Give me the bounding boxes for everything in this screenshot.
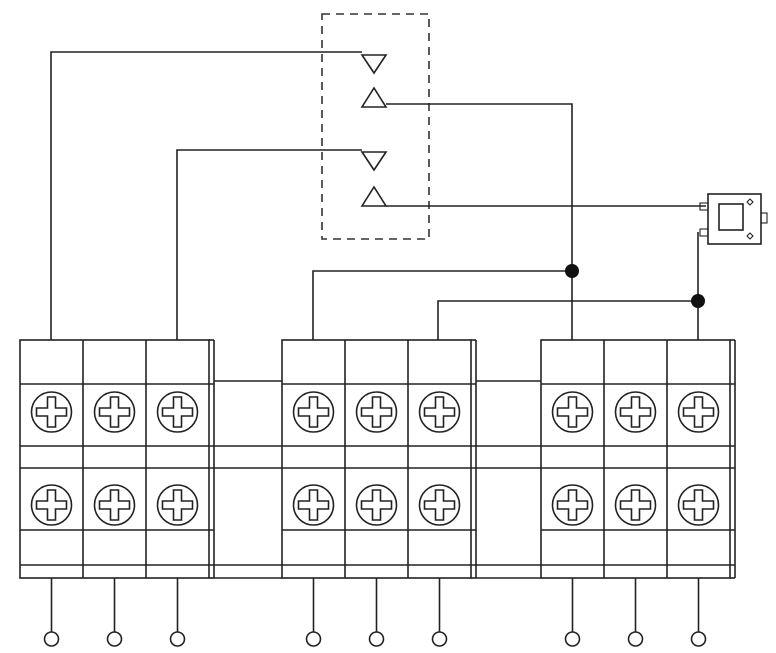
screw-icon	[292, 484, 335, 526]
panel-meter-icon	[699, 193, 768, 245]
junction-dot	[565, 264, 579, 278]
screw-icon	[614, 484, 657, 526]
screw-icon	[677, 391, 720, 433]
output-terminal	[43, 578, 60, 647]
output-terminals	[43, 578, 707, 647]
output-terminal	[690, 578, 707, 647]
output-terminal	[431, 578, 448, 647]
block-bridge	[476, 380, 541, 579]
up-arrow-icon	[360, 185, 388, 207]
output-terminal	[564, 578, 581, 647]
output-terminal	[368, 578, 385, 647]
terminal-block-right	[540, 339, 736, 579]
wire	[50, 51, 362, 340]
screw-icon	[418, 484, 461, 526]
output-terminal	[106, 578, 123, 647]
block-bridge	[214, 380, 282, 579]
wires	[50, 51, 706, 340]
screw-icon	[418, 391, 461, 433]
connector-enclosure	[321, 13, 430, 240]
screw-icon	[93, 391, 136, 433]
screw-icon	[355, 391, 398, 433]
down-arrow-icon	[360, 151, 388, 172]
terminal-block-left	[19, 339, 215, 579]
screw-icon	[614, 391, 657, 433]
output-terminal	[627, 578, 644, 647]
up-arrow-icon	[360, 86, 388, 108]
junction-dot	[691, 294, 705, 308]
connector-arrows	[360, 54, 388, 207]
screw-icon	[30, 391, 73, 433]
screw-icon	[677, 484, 720, 526]
output-terminal	[305, 578, 322, 647]
screw-icon	[292, 391, 335, 433]
terminal-blocks	[19, 339, 736, 579]
wire	[437, 300, 698, 340]
screw-icon	[355, 484, 398, 526]
screw-icon	[30, 484, 73, 526]
screw-icon	[93, 484, 136, 526]
screw-icon	[551, 484, 594, 526]
screw-icon	[156, 484, 199, 526]
output-terminal	[169, 578, 186, 647]
wire	[386, 103, 573, 340]
wire	[312, 270, 572, 340]
screw-icon	[156, 391, 199, 433]
terminal-block-middle	[281, 339, 477, 579]
screw-icon	[551, 391, 594, 433]
down-arrow-icon	[360, 54, 388, 75]
wire	[176, 149, 362, 340]
